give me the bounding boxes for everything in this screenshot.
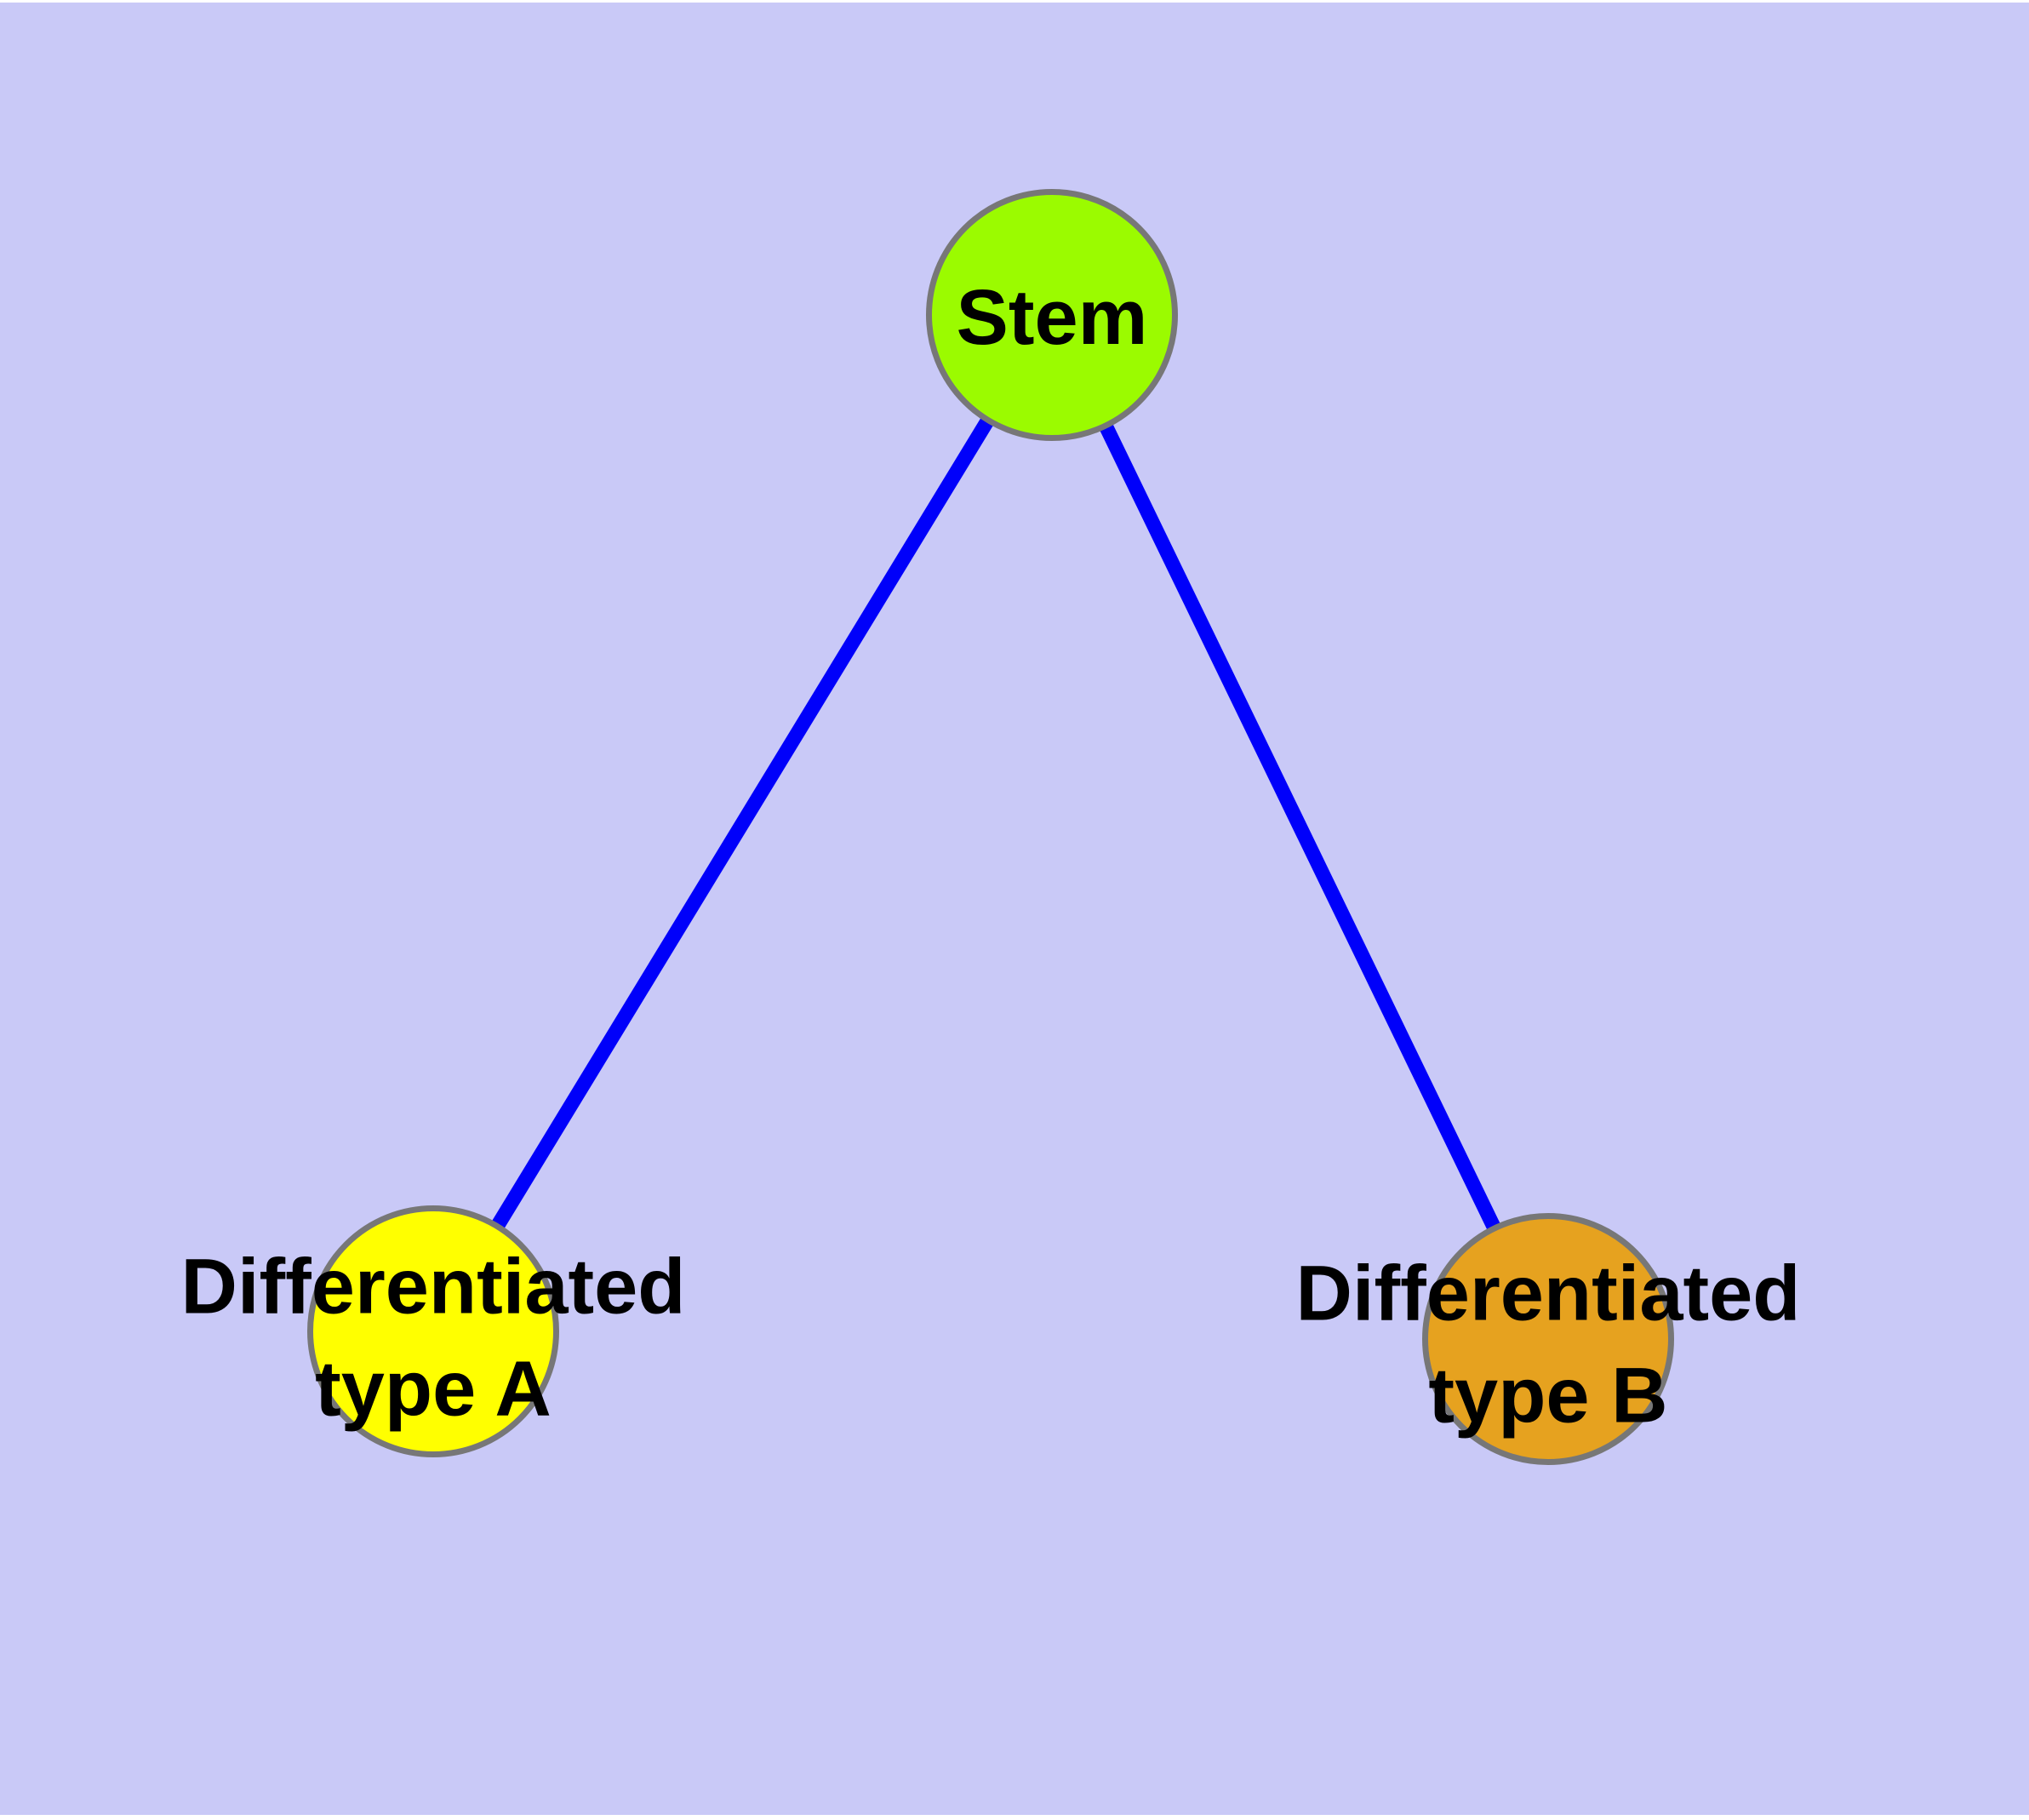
node-type-b — [1422, 1213, 1674, 1465]
edge-stem-to-type-b — [1045, 312, 1555, 1342]
node-type-b-label: Differentiated type B — [1295, 1250, 1801, 1439]
node-stem-label: Stem — [956, 274, 1148, 362]
edge-stem-to-type-a — [426, 311, 1059, 1336]
node-type-a-label: Differentiated type A — [180, 1243, 686, 1432]
node-stem — [926, 189, 1178, 441]
node-type-a — [307, 1205, 559, 1457]
